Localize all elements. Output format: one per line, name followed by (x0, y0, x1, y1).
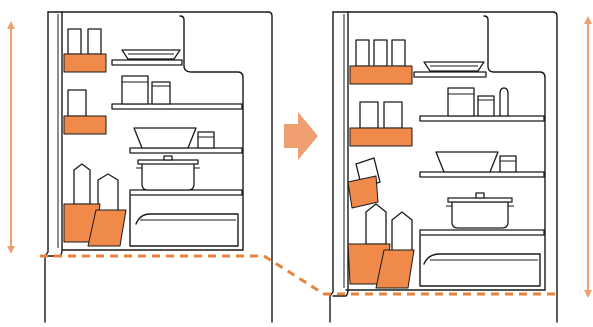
shelf (420, 172, 544, 177)
bowl-icon (134, 128, 196, 148)
container-icon (198, 132, 214, 148)
door-bottle-icon (68, 29, 101, 54)
container-icon (152, 82, 170, 104)
pot-icon (446, 193, 514, 228)
door-bottle-icon (68, 90, 86, 116)
shelf (130, 190, 242, 195)
pot-icon (136, 156, 200, 190)
plate-icon (122, 50, 180, 59)
shelf (420, 116, 544, 121)
fridge-door (48, 12, 62, 256)
door-pocket (64, 116, 106, 134)
container-icon (448, 88, 474, 116)
door-bottle-icon (360, 102, 402, 128)
fridge-after (330, 12, 588, 322)
crisper-drawer (420, 236, 540, 286)
shelf (414, 72, 486, 77)
door-bottle-icon (356, 40, 405, 66)
floor-dashed-line (40, 256, 560, 294)
fridge-door (333, 12, 348, 296)
door-pocket (350, 66, 412, 84)
bowl-icon (436, 152, 498, 172)
container-icon (500, 156, 516, 172)
door-pocket (350, 128, 412, 146)
container-icon (122, 76, 148, 104)
plate-icon (424, 62, 484, 71)
shelf (112, 104, 242, 109)
door-pocket (64, 54, 106, 72)
crisper-drawer (130, 196, 238, 246)
door-pocket (64, 204, 126, 246)
right-arrow-icon (284, 112, 318, 160)
shelf (112, 60, 182, 65)
fridge-before (11, 12, 272, 322)
door-pocket (348, 176, 378, 208)
shelf (130, 148, 242, 153)
door-pocket (348, 244, 414, 288)
container-icon (478, 96, 494, 116)
bottle-icon (500, 88, 508, 116)
shelf (420, 230, 544, 235)
